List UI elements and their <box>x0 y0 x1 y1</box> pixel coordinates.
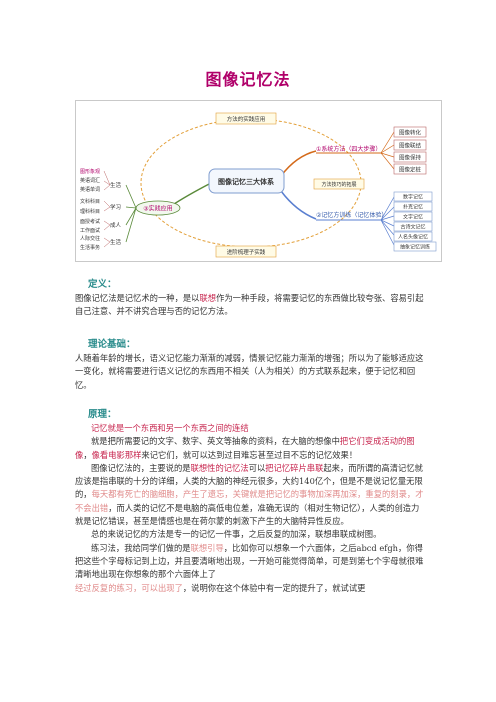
pa-highlight-2: 像看电影那样 <box>91 449 142 460</box>
branch1-label: ①系统方法（四大步骤） <box>316 145 381 153</box>
b3-group-0-label: 生活 <box>110 181 122 189</box>
b2-item-2: 文字记忆 <box>403 214 423 221</box>
pb-text-1: 图像记忆法的，主要说的是 <box>91 462 191 473</box>
principle-para-a: 就是把所需要记的文字、数字、英文等抽象的资料，在大脑的想像中把它们变成活动的图像… <box>75 435 425 462</box>
b2-box-3 <box>393 221 433 232</box>
branch2-label: ②记忆方训练（记忆体验） <box>316 211 387 219</box>
theory-text: 人随着年龄的增长，语义记忆能力渐渐的减弱，情景记忆能力渐渐的增强；所以为了能够适… <box>75 353 424 390</box>
b2-box-1 <box>393 201 433 212</box>
b2-box-4 <box>393 231 433 242</box>
b1-box-0 <box>393 126 427 138</box>
pd-highlight: 联想引导 <box>190 542 224 553</box>
b3-g0-item-2: 英语单词 <box>80 186 100 193</box>
b2-item-0: 数字记忆 <box>403 194 423 201</box>
b3-g3-item-1: 生活事务 <box>80 244 100 251</box>
mind-map-figure: 方法的实践应用 进阶梳理子实践 方法技巧的拓展 图像记忆三大体系 ①系统方法（四… <box>75 100 442 262</box>
theory-paragraph: 人随着年龄的增长，语义记忆能力渐渐的减弱，情景记忆能力渐渐的增强；所以为了能够适… <box>75 352 425 392</box>
pb-text-4: ，而人类的记忆不是电脑的高低电位差，准确无误的（相对生物记忆），人类的创造力就是… <box>75 502 420 527</box>
b2-item-1: 扑克记忆 <box>403 204 423 211</box>
b2-box-5 <box>393 241 437 252</box>
b3-g0-item-0: 图形象观 <box>80 168 100 175</box>
b2-item-4: 人名头像记忆 <box>398 234 428 241</box>
b1-box-2 <box>393 151 427 163</box>
principle-line-1: 记忆就是一个东西和另一个东西之间的连结 <box>91 423 249 433</box>
definition-text-highlight: 联想 <box>199 293 217 303</box>
principle-body: 记忆就是一个东西和另一个东西之间的连结 就是把所需要记的文字、数字、英文等抽象的… <box>75 422 425 595</box>
b3-g2-item-1: 工作面试 <box>80 227 100 234</box>
pa-text-3: 来记它们，就可以达到过目难忘甚至过目不忘的记忆效果！ <box>141 449 358 460</box>
top-link-label: 方法的实践应用 <box>227 115 266 123</box>
pb-light-highlight: 每天都有死亡的脑细胞，产生了遗忘，关键就是把记忆的事物加深再加深，重复的刻录，才… <box>75 489 424 513</box>
pe-highlight: 经过反复的练习，可以出现了 <box>75 582 183 593</box>
b3-group-0-fan <box>103 170 111 191</box>
definition-text-a: 图像记忆法是记忆术的一种，是以 <box>75 293 200 303</box>
principle-para-c: 总的来说记忆的方法是专一的记忆一件事，之后反复的加深，联想串联成树图。 <box>91 529 382 540</box>
pa-text-2: ， <box>83 449 92 460</box>
definition-heading: 定义： <box>88 279 117 290</box>
pd-text-1: 练习法，我给同学们做的是 <box>91 542 191 553</box>
center-node <box>208 168 285 194</box>
pb-text-3: 起来，而所谓的高清记忆就应该是指串联的十分的详细，人类的大脑的神经元很多，大约1… <box>75 462 423 500</box>
b3-g2-item-0: 面授考试 <box>80 218 100 225</box>
branch1-connector <box>280 150 317 177</box>
bottom-link-label: 进阶梳理子实践 <box>227 248 266 256</box>
b3-group-1-fan <box>103 200 111 212</box>
b3-g1-item-1: 理科科目 <box>80 208 100 215</box>
principle-para-d: 练习法，我给同学们做的是联想引导，比如你可以想象一个六面体，之后abcd efg… <box>75 542 425 582</box>
principle-heading: 原理： <box>88 409 117 420</box>
definition-text-b: 作为一种手段，将需要记忆的东西做比较夸张、容易引起自己注意、并不讲究合理与否的记… <box>75 293 424 317</box>
bottom-link-box <box>215 245 277 258</box>
b2-box-0 <box>393 191 433 202</box>
pb-highlight-2: 把记忆碎片串联 <box>265 462 324 473</box>
pa-text-1: 就是把所需要记的文字、数字、英文等抽象的资料，在大脑的想像中 <box>91 436 340 447</box>
b1-box-3 <box>393 163 427 175</box>
b3-g3-item-0: 人际交往 <box>80 235 100 242</box>
pb-text-2: 可以 <box>248 462 266 473</box>
mid-link-label: 方法技巧的拓展 <box>321 181 356 188</box>
b3-group-2-fan <box>103 220 111 231</box>
b3-group-1-label: 学习 <box>110 203 121 211</box>
definition-paragraph: 图像记忆法是记忆术的一种，是以联想作为一种手段，将需要记忆的东西做比较夸张、容易… <box>75 292 425 319</box>
branch3-fan <box>125 184 137 243</box>
b1-item-1: 图像联结 <box>399 142 422 150</box>
branch2-fan <box>380 196 395 246</box>
b3-group-3-label: 生活 <box>110 238 122 246</box>
b3-group-3-fan <box>103 237 111 248</box>
b3-group-2-label: 成人 <box>110 221 122 229</box>
principle-para-e: 经过反复的练习，可以出现了，说明你在这个体验中有一定的提升了，就试试更 <box>75 582 425 595</box>
b3-g0-item-1: 英语词汇 <box>80 177 100 184</box>
b2-box-2 <box>393 211 433 222</box>
center-node-label: 图像记忆三大体系 <box>218 177 274 186</box>
branch3-label: ③实践应用 <box>143 205 172 213</box>
theory-heading: 理论基础： <box>88 339 136 350</box>
top-link-box <box>215 112 277 125</box>
pa-highlight-1: 把它们变成活动的图像 <box>75 436 415 460</box>
b1-item-0: 图像转化 <box>399 129 422 137</box>
mind-map-svg: 方法的实践应用 进阶梳理子实践 方法技巧的拓展 图像记忆三大体系 ①系统方法（四… <box>80 112 437 258</box>
mid-link-box <box>313 178 365 190</box>
principle-para-b: 图像记忆法的，主要说的是联想性的记忆法可以把记忆碎片串联起来，而所谓的高清记忆就… <box>75 462 425 528</box>
pd-text-2: ，比如你可以想象一个六面体，之后abcd efgh，你得把这些个字母标记到上边，… <box>75 542 424 580</box>
page-title: 图像记忆法 <box>205 70 291 89</box>
branch1-fan <box>380 131 395 170</box>
branch3-connector <box>170 182 212 207</box>
pb-highlight-1: 联想性的记忆法 <box>190 462 249 473</box>
b2-item-3: 古诗文记忆 <box>400 224 425 231</box>
b1-box-1 <box>393 139 427 151</box>
b3-g1-item-0: 文科科目 <box>80 198 100 205</box>
b2-item-5: 抽象记忆训练 <box>400 244 430 251</box>
branch2-connector <box>280 190 317 220</box>
pe-text-2: ，说明你在这个体验中有一定的提升了，就试试更 <box>182 582 366 593</box>
b1-item-3: 图像定桩 <box>399 166 422 174</box>
b1-item-2: 图像保持 <box>399 154 422 162</box>
